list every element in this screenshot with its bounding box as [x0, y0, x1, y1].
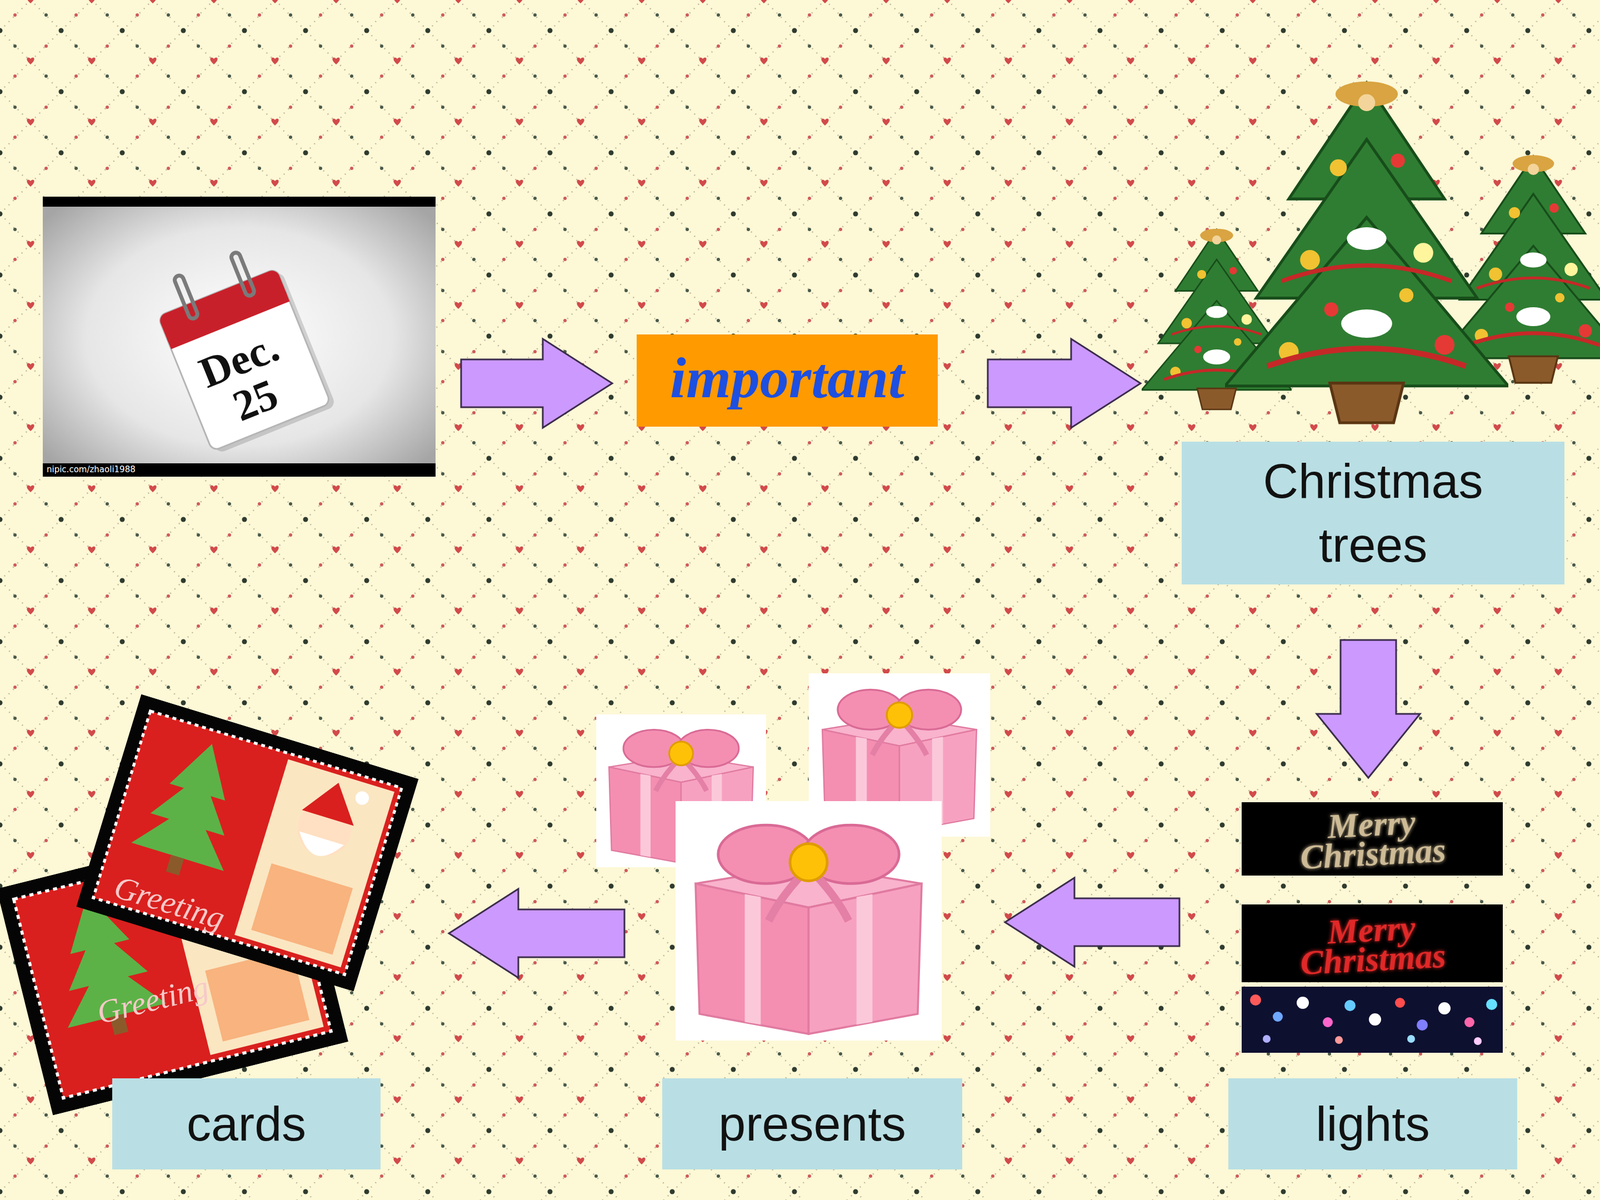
cards-illustration-part-part — [76, 694, 419, 992]
calendar-illustration — [42, 196, 436, 477]
lights-illustration-part-part — [1473, 1037, 1482, 1045]
lights-illustration-part-part — [1296, 996, 1309, 1009]
lights-illustration-part-part — [1416, 1019, 1428, 1031]
lights-illustration-part-part — [1262, 1035, 1271, 1043]
card-text: Greeting — [68, 858, 270, 948]
lights-illustration — [1241, 802, 1503, 1053]
cards-illustration-part — [76, 694, 419, 992]
calendar-node: Dec. 25 — [42, 196, 436, 477]
lights-illustration-part — [1250, 994, 1498, 1045]
lights-illustration-part-part — [1395, 997, 1405, 1008]
lights-illustration-part — [1241, 986, 1503, 1053]
card-text: Greeting — [51, 960, 254, 1040]
calendar-date: Dec. 25 — [182, 320, 313, 440]
christmas-tree-illustration-part — [1225, 81, 1509, 423]
lights-illustration-part-part — [1344, 1000, 1356, 1012]
block-arrow — [461, 338, 613, 428]
calendar-illustration-part-part — [230, 251, 256, 297]
calendar-illustration-part — [146, 238, 337, 455]
calendar-illustration-part — [42, 196, 436, 207]
label-text: lights — [1315, 1092, 1430, 1156]
lights-illustration-part-part — [1250, 994, 1262, 1006]
calendar-illustration-part — [42, 196, 436, 477]
lights-illustration-part-part — [1464, 1017, 1475, 1028]
calendar-illustration-part-part — [173, 274, 199, 320]
christmas-tree-illustration — [1141, 81, 1600, 423]
calendar-illustration-part-part — [157, 268, 331, 452]
keyword-box: important — [636, 334, 938, 427]
cards-illustration — [0, 694, 419, 1116]
label-text: presents — [718, 1092, 907, 1156]
presents-illustration — [596, 673, 990, 1041]
neon-sign-text: Merry Christmas — [1287, 911, 1457, 979]
label-text: Christmas trees — [1242, 449, 1504, 577]
keyword-text: important — [670, 348, 905, 407]
picture-node: Christmas trees — [1147, 76, 1600, 585]
lights-illustration-part-part — [1486, 998, 1498, 1010]
block-arrow — [987, 338, 1141, 428]
lights-illustration-part-part — [1438, 1002, 1451, 1015]
lights-illustration-part — [1241, 802, 1503, 876]
block-arrow — [448, 888, 625, 978]
presents-illustration-part — [675, 801, 942, 1041]
label-text: cards — [186, 1092, 307, 1156]
lights-illustration-part-part — [1272, 1011, 1283, 1022]
label-box: lights — [1228, 1078, 1518, 1170]
picture-node: cards — [0, 706, 416, 1170]
lights-illustration-part-part — [1368, 1013, 1382, 1026]
picture-node: presents — [586, 673, 1000, 1170]
lights-illustration-part — [1241, 904, 1503, 983]
neon-sign-text: Merry Christmas — [1287, 805, 1457, 873]
label-box: presents — [662, 1078, 963, 1170]
block-arrow — [1316, 640, 1420, 778]
calendar-illustration-part — [42, 463, 436, 477]
lights-illustration-part-part — [1322, 1017, 1333, 1028]
lights-illustration-part-part — [1335, 1036, 1343, 1044]
lights-illustration-part-part — [1407, 1035, 1415, 1043]
block-arrow — [1005, 877, 1180, 967]
watermark: nipic.com/zhaoli1988 — [46, 465, 269, 475]
label-box: cards — [112, 1078, 381, 1170]
label-box: Christmas trees — [1181, 441, 1565, 585]
